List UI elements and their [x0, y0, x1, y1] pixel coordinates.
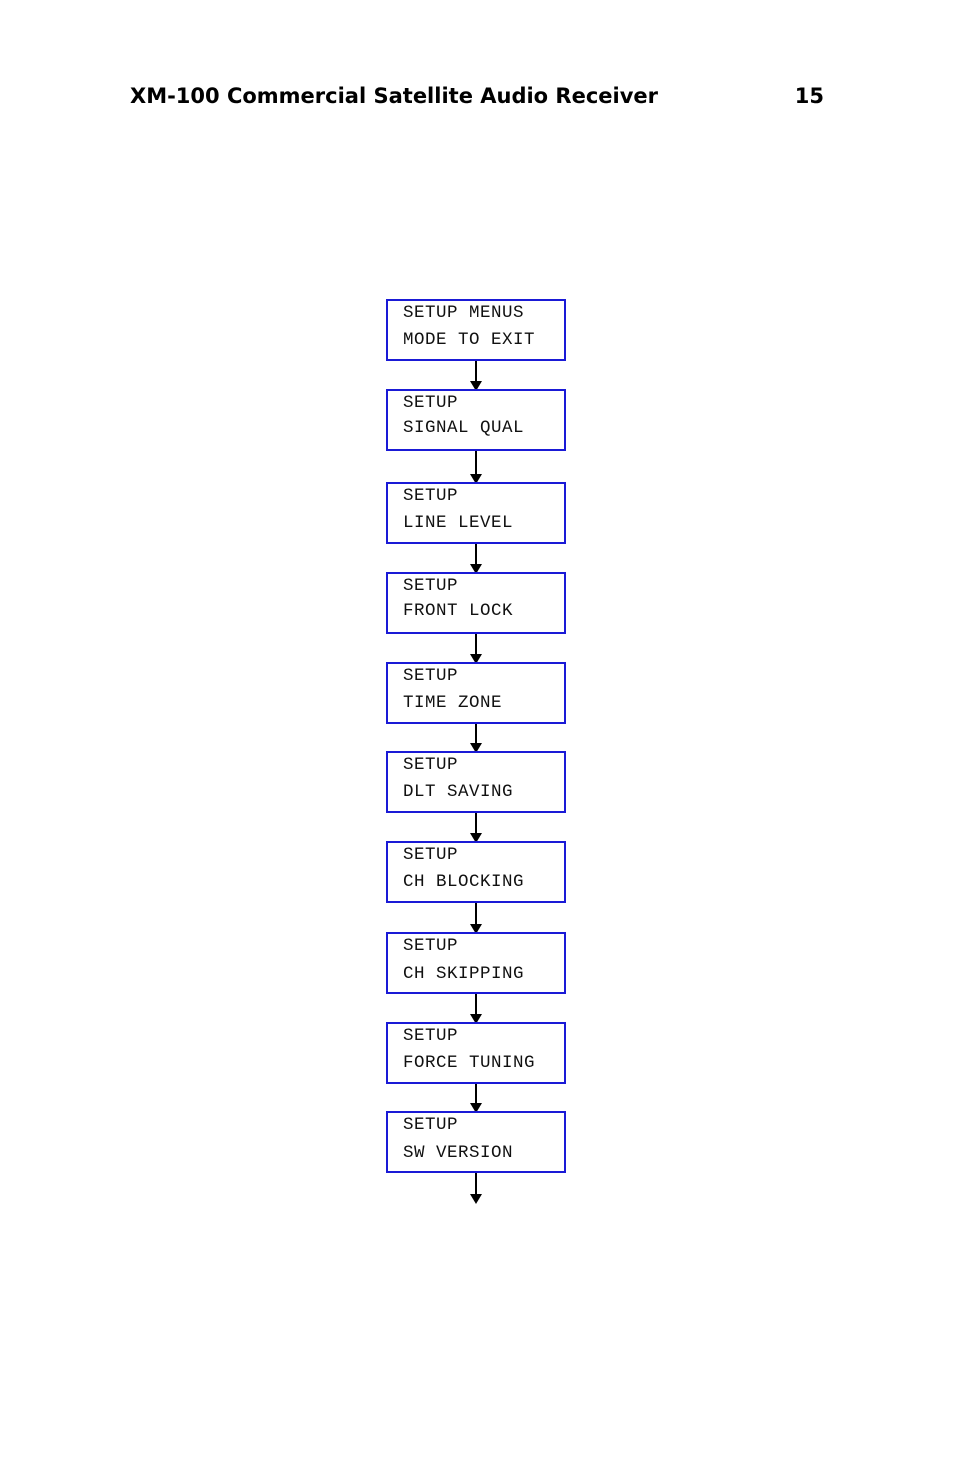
arrow-head-icon — [470, 654, 482, 664]
arrow-head-icon — [470, 1103, 482, 1113]
flow-box-ch-blocking: SETUP CH BLOCKING — [386, 841, 566, 903]
flow-box-line2: CH BLOCKING — [403, 872, 525, 892]
flow-arrow — [470, 724, 482, 753]
flow-box-front-lock: SETUP FRONT LOCK — [386, 572, 566, 634]
flow-box-time-zone: SETUP TIME ZONE — [386, 662, 566, 724]
flow-box-line2: SW VERSION — [403, 1143, 514, 1163]
flow-arrow — [470, 903, 482, 934]
flow-box-dlt-saving: SETUP DLT SAVING — [386, 751, 566, 813]
flow-arrow — [470, 451, 482, 484]
flow-arrow — [470, 634, 482, 664]
arrow-head-icon — [470, 474, 482, 484]
flow-box-line1: SETUP — [403, 1115, 459, 1135]
flow-arrow — [470, 1084, 482, 1113]
page-number: 15 — [794, 84, 824, 108]
arrow-head-icon — [470, 381, 482, 391]
flow-box-sw-version: SETUP SW VERSION — [386, 1111, 566, 1173]
flow-arrow — [470, 813, 482, 843]
flow-box-line1: SETUP — [403, 486, 459, 506]
flow-arrow — [470, 994, 482, 1024]
flow-box-line2: LINE LEVEL — [403, 513, 514, 533]
flow-box-line1: SETUP — [403, 845, 459, 865]
flow-box-line2: MODE TO EXIT — [403, 330, 536, 350]
flow-box-line1: SETUP MENUS — [403, 303, 525, 323]
flow-arrow — [470, 544, 482, 574]
flow-arrow — [470, 1173, 482, 1204]
flow-box-line2: FRONT LOCK — [403, 601, 514, 621]
flow-box-line2: DLT SAVING — [403, 782, 514, 802]
flow-box-line1: SETUP — [403, 755, 459, 775]
arrow-head-icon — [470, 833, 482, 843]
flow-box-setup-menus: SETUP MENUS MODE TO EXIT — [386, 299, 566, 361]
flow-box-line2: FORCE TUNING — [403, 1053, 536, 1073]
flow-arrow — [470, 361, 482, 391]
flow-box-line1: SETUP — [403, 576, 459, 596]
flow-box-line2: SIGNAL QUAL — [403, 418, 525, 438]
flow-box-line1: SETUP — [403, 393, 459, 413]
arrow-head-icon — [470, 564, 482, 574]
flow-box-ch-skipping: SETUP CH SKIPPING — [386, 932, 566, 994]
flow-box-line2: CH SKIPPING — [403, 964, 525, 984]
arrow-head-icon — [470, 743, 482, 753]
arrow-head-icon — [470, 1194, 482, 1204]
flow-box-line-level: SETUP LINE LEVEL — [386, 482, 566, 544]
flow-box-signal-qual: SETUP SIGNAL QUAL — [386, 389, 566, 451]
flow-box-line1: SETUP — [403, 1026, 459, 1046]
arrow-head-icon — [470, 924, 482, 934]
flow-box-force-tuning: SETUP FORCE TUNING — [386, 1022, 566, 1084]
flow-box-line1: SETUP — [403, 666, 459, 686]
document-title: XM-100 Commercial Satellite Audio Receiv… — [130, 84, 659, 108]
arrow-head-icon — [470, 1014, 482, 1024]
flow-box-line1: SETUP — [403, 936, 459, 956]
flow-box-line2: TIME ZONE — [403, 693, 503, 713]
page-header: XM-100 Commercial Satellite Audio Receiv… — [130, 84, 824, 112]
